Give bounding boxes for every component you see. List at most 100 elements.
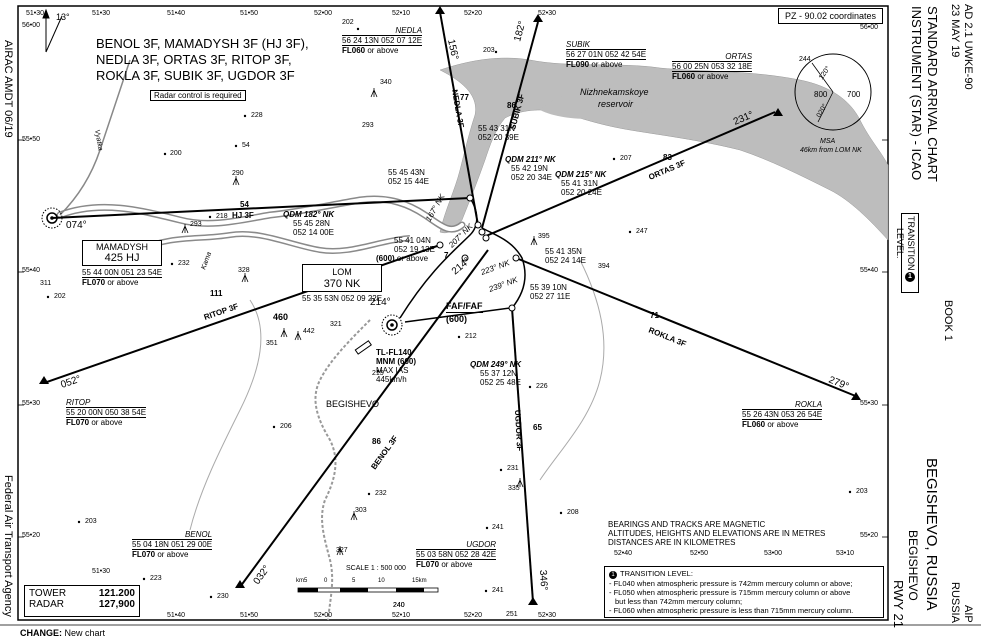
bearings-note-3: DISTANCES ARE IN KILOMETRES [608, 538, 736, 547]
lon-top-2: 51•30 [92, 10, 111, 17]
tl-line-3: - FL060 when atmospheric pressure is les… [609, 606, 854, 615]
svg-text:207: 207 [620, 155, 632, 162]
svg-text:247: 247 [636, 228, 648, 235]
wpt-ritop-icon[interactable] [39, 376, 49, 384]
qdm-211-c2: 052 20 34E [511, 173, 552, 182]
airac-amdt: AIRAC AMDT 06/19 [2, 40, 14, 138]
svg-text:311: 311 [40, 280, 51, 287]
spot-dots [46, 27, 852, 599]
svg-text:303: 303 [355, 507, 367, 514]
route-ugdor3f[interactable] [511, 307, 534, 603]
river-kama-south [138, 231, 411, 254]
svg-text:232: 232 [375, 490, 387, 497]
mamadysh-ident: 425 HJ [104, 252, 140, 264]
point-1: 55 45 43N 052 15 44E [388, 168, 429, 186]
point-5-c1: 55 39 10N [530, 283, 567, 292]
route-subik3f[interactable] [481, 21, 539, 229]
route-dist-nedla: 77 [460, 93, 469, 102]
transition-label: TRANSITION [906, 216, 916, 271]
point-2-c2: 052 20 39E [478, 133, 519, 142]
route-dist-ritop: 111 [210, 289, 223, 298]
fix-rokla-coords: 55 26 43N 053 26 54E [742, 410, 823, 420]
lom-ias: MAX IAS [376, 366, 409, 375]
wpt-subik-icon[interactable] [533, 14, 543, 22]
fix-subik-fl: FL090 or above [566, 60, 623, 69]
pz-box: PZ - 90.02 coordinates [778, 8, 883, 24]
track-214b: 214° [370, 297, 391, 308]
lom-name: LOM [332, 267, 352, 277]
bearing-subik: 182° [512, 20, 528, 43]
wpt-nedla-icon[interactable] [435, 6, 445, 14]
point-3-c1: 55 41 04N [394, 236, 431, 245]
transition-mark-icon: 1 [905, 272, 915, 282]
svg-text:212: 212 [465, 333, 477, 340]
fix-nedla-fl: FL060 or above [342, 46, 399, 55]
svg-text:351: 351 [266, 340, 278, 347]
svg-text:228: 228 [251, 112, 263, 119]
wpt-ugdor-icon[interactable] [528, 597, 538, 605]
lom-nk-icon[interactable] [381, 314, 403, 336]
wpt-rokla-icon[interactable] [851, 392, 861, 400]
svg-text:460: 460 [273, 312, 288, 322]
change-note: CHANGE: New chart [20, 628, 105, 638]
point-3-alt: (600) or above [376, 254, 429, 263]
svg-text:293: 293 [362, 122, 374, 129]
svg-text:202: 202 [342, 19, 354, 26]
radar-note: Radar control is required [150, 90, 246, 101]
svg-text:442: 442 [303, 328, 315, 335]
fix-benol-name: BENOL [132, 530, 213, 540]
point-4: 55 41 35N 052 24 14E [545, 247, 586, 265]
procedure-line-2: NEDLA 3F, ORTAS 3F, RITOP 3F, [96, 52, 292, 67]
lat-label-5600-r: 56•00 [860, 24, 879, 31]
fix-subik-name: SUBIK [566, 40, 647, 50]
routes [43, 11, 859, 603]
svg-text:290: 290 [232, 170, 244, 177]
river-vyatka [59, 59, 131, 216]
scale-bar [297, 587, 439, 593]
wpt-ortas-icon[interactable] [773, 108, 783, 116]
route-benol3f[interactable] [239, 249, 489, 588]
point-3-c2: 052 19 13E [394, 245, 435, 254]
tl-line-1: - FL040 when atmospheric pressure is 742… [609, 579, 853, 588]
variation-label: 13° [56, 12, 70, 22]
tl-line-2b: but less than 742mm mercury column; [615, 597, 743, 606]
qdm-211: QDM 211° NK 55 42 19N 052 20 34E [505, 155, 556, 182]
svg-text:203: 203 [483, 47, 495, 54]
route-rokla3f[interactable] [515, 257, 859, 398]
qdm-249-c1: 55 37 12N [480, 369, 517, 378]
mamadysh-fl: FL070 or above [82, 278, 139, 287]
aip-label: AIP [962, 605, 974, 623]
route-dist-hj3f: 54 [240, 200, 249, 209]
waypoint-triangles [39, 6, 861, 605]
airport-name-2: BEGISHEVO [906, 530, 920, 601]
route-hj3f[interactable] [51, 197, 471, 219]
route-ortas3f[interactable] [485, 111, 776, 237]
fix-ritop: RITOP 55 20 00N 050 38 54E FL070 or abov… [66, 398, 147, 427]
spot-elevations: 202 203 340 228 293 200 290 218 293 232 … [40, 19, 868, 618]
lon-bot-7: 52•30 [538, 612, 557, 619]
route-dist-rokla: 71 [650, 311, 659, 320]
tl-mark-icon: 1 [609, 571, 617, 579]
runway [354, 340, 372, 355]
lon-top-4: 51•50 [240, 10, 259, 17]
svg-text:395: 395 [538, 233, 550, 240]
lom-speed: 445km/h [376, 375, 407, 384]
qdm-215-label: QDM 215° NK [555, 170, 607, 179]
transition-level: LEVEL: [895, 228, 905, 259]
mamadysh-ndb-icon[interactable] [41, 207, 63, 229]
wpt-benol-icon[interactable] [235, 580, 245, 588]
procedure-line-1: BENOL 3F, MAMADYSH 3F (HJ 3F), [96, 36, 309, 51]
lat-label-5600: 56•00 [22, 22, 41, 29]
lon-bot-4: 52•00 [314, 612, 333, 619]
fix-ortas: ORTAS 56 00 25N 053 32 18E FL060 or abov… [672, 52, 753, 81]
route-nedla3f[interactable] [439, 11, 479, 226]
route-dist-ugdor: 65 [533, 423, 542, 432]
river-vyatka-label: Vyatka [93, 129, 104, 151]
bearings-note-2: ALTITUDES, HEIGHTS AND ELEVATIONS ARE IN… [608, 529, 826, 538]
lon-bot-6: 52•20 [464, 612, 483, 619]
lon-top-6: 52•10 [392, 10, 411, 17]
obstacle-markers [181, 88, 538, 556]
lon-bot-8: 52•40 [614, 550, 633, 557]
qdm-182: QDM 182° NK 55 45 28N 052 14 00E [283, 210, 334, 237]
